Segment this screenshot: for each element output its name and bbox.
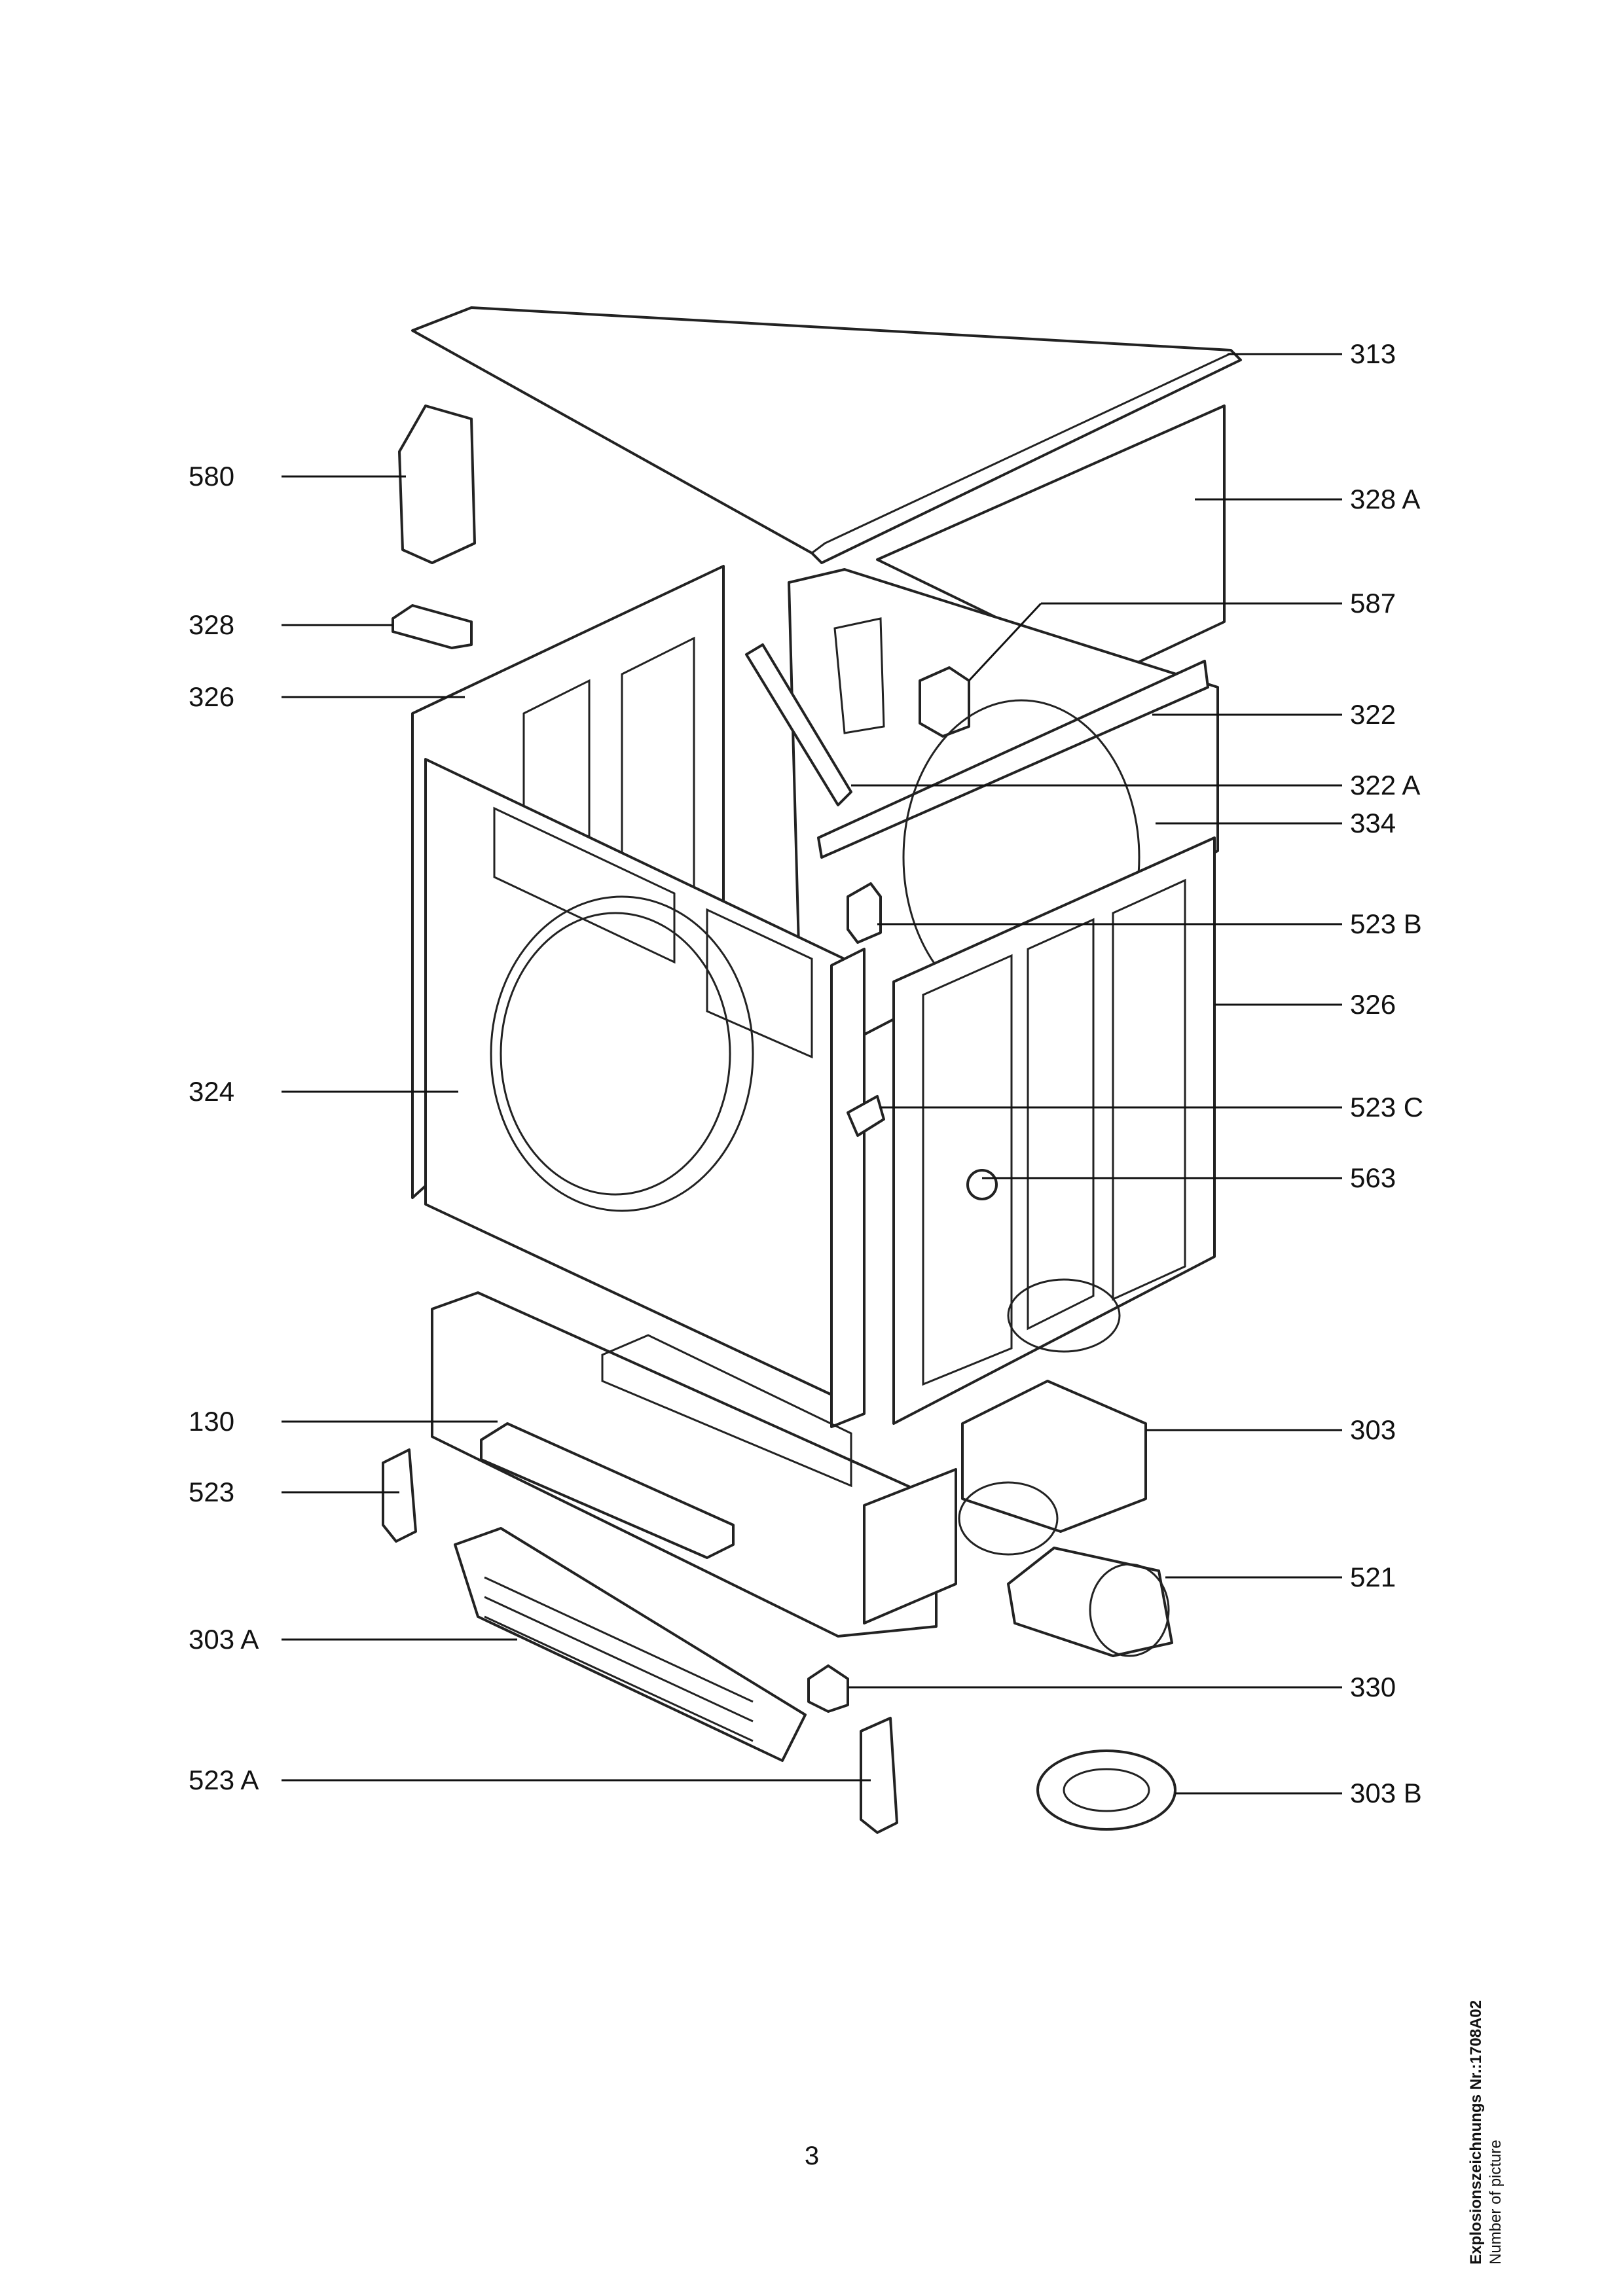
part-563-knob bbox=[966, 1169, 998, 1200]
callout-326-right: 326 bbox=[1350, 989, 1396, 1020]
callout-313: 313 bbox=[1350, 338, 1396, 369]
part-303-duct bbox=[961, 1380, 1147, 1533]
part-base-frame bbox=[431, 1291, 938, 1638]
part-523a-bracket bbox=[860, 1717, 898, 1834]
callout-322: 322 bbox=[1350, 699, 1396, 730]
callout-326-left: 326 bbox=[189, 681, 235, 712]
callout-328a: 328 A bbox=[1350, 484, 1421, 514]
caption-line-2: Number of picture bbox=[1487, 2140, 1504, 2265]
callout-328: 328 bbox=[189, 609, 235, 640]
picture-number-caption: Explosionszeichnungs Nr.:1708A02 Number … bbox=[1467, 2000, 1506, 2265]
callout-324: 324 bbox=[189, 1076, 235, 1107]
callout-322a: 322 A bbox=[1350, 770, 1421, 800]
callout-580: 580 bbox=[189, 461, 235, 492]
callout-563: 563 bbox=[1350, 1162, 1396, 1193]
part-328-clip bbox=[392, 604, 473, 649]
part-523-clip bbox=[382, 1448, 417, 1543]
callout-587: 587 bbox=[1350, 588, 1396, 619]
callout-523a: 523 A bbox=[189, 1765, 259, 1795]
part-523c-clip bbox=[847, 1095, 885, 1137]
part-front-edge bbox=[830, 948, 866, 1428]
callout-330: 330 bbox=[1350, 1672, 1396, 1702]
callout-523: 523 bbox=[189, 1477, 235, 1507]
part-322a-bar bbox=[745, 643, 852, 806]
callout-303: 303 bbox=[1350, 1414, 1396, 1445]
callout-334: 334 bbox=[1350, 808, 1396, 838]
callout-303a: 303 A bbox=[189, 1624, 259, 1655]
part-523b-clip bbox=[847, 882, 882, 944]
part-130-seal bbox=[480, 1422, 735, 1559]
caption-line-1: Explosionszeichnungs Nr.:1708A02 bbox=[1467, 2000, 1485, 2265]
callout-303b: 303 B bbox=[1350, 1778, 1422, 1808]
callout-130: 130 bbox=[189, 1406, 235, 1437]
callout-523b: 523 B bbox=[1350, 908, 1422, 939]
part-330-foot bbox=[807, 1664, 849, 1713]
part-side-panel-right bbox=[892, 836, 1216, 1425]
part-322-rail bbox=[817, 660, 1209, 859]
part-303b-ring bbox=[1036, 1749, 1176, 1831]
callout-521: 521 bbox=[1350, 1562, 1396, 1592]
callout-523c: 523 C bbox=[1350, 1092, 1424, 1122]
part-580-module bbox=[398, 404, 476, 564]
page-number: 3 bbox=[804, 2142, 820, 2170]
part-587-switch bbox=[919, 666, 970, 738]
